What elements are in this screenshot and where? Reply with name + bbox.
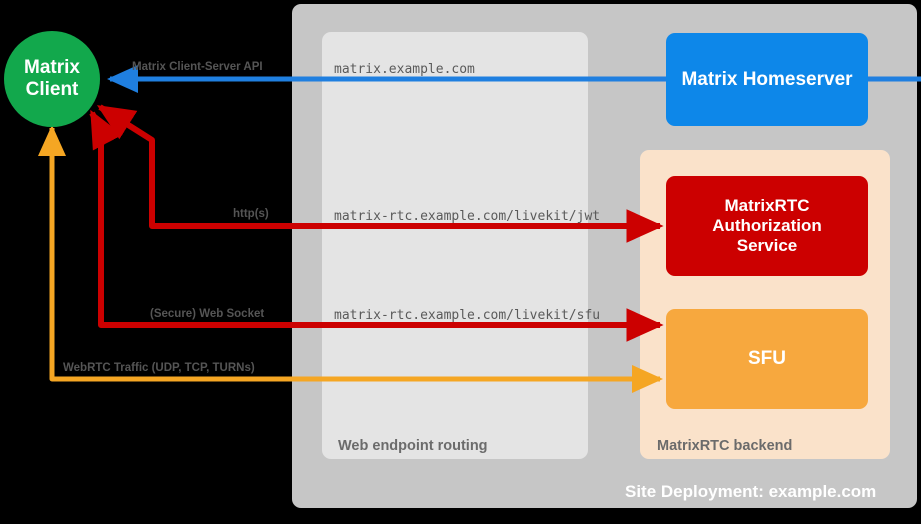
edge-label-cs-api: Matrix Client-Server API <box>132 61 263 73</box>
edge-jwt-line <box>96 104 660 229</box>
url-label-matrix: matrix.example.com <box>334 62 475 77</box>
edge-label-jwt: http(s) <box>233 208 269 220</box>
url-label-sfu: matrix-rtc.example.com/livekit/sfu <box>334 308 601 323</box>
node-matrix-client[interactable] <box>4 31 100 127</box>
edge-label-webrtc: WebRTC Traffic (UDP, TCP, TURNs) <box>63 362 255 374</box>
node-sfu[interactable] <box>666 309 868 409</box>
edge-websocket-line <box>89 109 660 328</box>
site-deployment-label: Site Deployment: example.com <box>625 482 877 501</box>
url-label-jwt: matrix-rtc.example.com/livekit/jwt <box>334 209 601 224</box>
edge-label-websocket: (Secure) Web Socket <box>150 308 265 320</box>
edge-webrtc-line <box>38 124 660 382</box>
web-endpoint-routing-container <box>322 32 588 459</box>
web-endpoint-routing-label: Web endpoint routing <box>338 438 488 454</box>
node-matrixrtc-authorization-service[interactable] <box>666 176 868 276</box>
matrixrtc-backend-label: MatrixRTC backend <box>657 438 793 454</box>
node-matrix-homeserver[interactable] <box>666 33 868 126</box>
